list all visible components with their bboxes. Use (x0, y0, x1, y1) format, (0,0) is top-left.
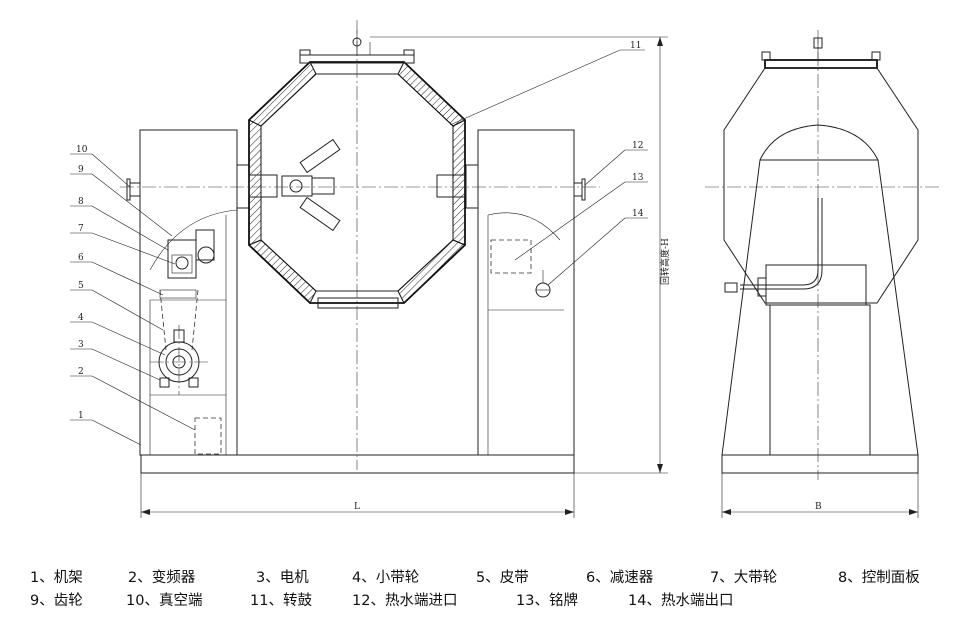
width-dimension-label: B (815, 502, 822, 512)
callout-9: 9 (78, 165, 84, 175)
side-stand (721, 159, 919, 456)
filter-lower (299, 196, 341, 232)
belt (159, 289, 167, 351)
callout-8: 8 (78, 197, 84, 207)
legend-item-8: 8、控制面板 (838, 570, 920, 586)
legend-item-14: 14、热水端出口 (628, 593, 734, 609)
callout-6: 6 (78, 253, 84, 263)
length-dimension-label: L (354, 502, 360, 512)
legend-item-10: 10、真空端 (126, 593, 203, 609)
front-view: 回转高度-H L 10 9 8 7 6 5 (70, 20, 671, 518)
vacuum-port (129, 182, 141, 197)
callout-5: 5 (78, 281, 84, 291)
side-lid (764, 59, 878, 69)
base-frame (140, 454, 575, 474)
callout-10: 10 (76, 145, 88, 155)
technical-drawing: 回转高度-H L 10 9 8 7 6 5 (70, 20, 940, 518)
side-drum (723, 67, 919, 304)
legend-item-2: 2、变频器 (128, 570, 196, 586)
legend-item-9: 9、齿轮 (30, 593, 83, 609)
callout-11: 11 (630, 41, 641, 51)
callout-12: 12 (632, 141, 643, 151)
legend-item-7: 7、大带轮 (710, 570, 778, 586)
filter-upper (299, 138, 341, 174)
right-support (465, 129, 586, 456)
drum-outlet (317, 297, 399, 309)
side-base (721, 454, 919, 474)
legend-item-1: 1、机架 (30, 570, 83, 586)
side-view: B (705, 30, 940, 518)
callout-3: 3 (78, 340, 84, 350)
callout-leaders (70, 49, 648, 446)
drum (248, 30, 466, 309)
legend-item-5: 5、皮带 (476, 570, 529, 586)
callout-13: 13 (632, 173, 644, 183)
large-pulley (197, 246, 215, 264)
left-support (139, 129, 250, 456)
height-dimension-label: 回转高度-H (659, 238, 671, 285)
callout-2: 2 (78, 367, 84, 377)
callout-7: 7 (78, 224, 84, 234)
legend-item-11: 11、转鼓 (250, 593, 312, 609)
gear (195, 229, 215, 261)
legend-item-3: 3、电机 (256, 570, 309, 586)
callout-4: 4 (78, 313, 84, 323)
legend-item-6: 6、减速器 (586, 570, 654, 586)
left-shaft-hub (248, 174, 278, 198)
legend-item-13: 13、铭牌 (516, 593, 578, 609)
nameplate-outline (490, 239, 532, 274)
inverter-outline (194, 417, 222, 455)
callout-1: 1 (78, 411, 84, 421)
legend-item-12: 12、热水端进口 (352, 593, 458, 609)
hot-water-inlet (573, 182, 583, 197)
callout-14: 14 (632, 209, 644, 219)
right-shaft-hub (436, 174, 466, 198)
legend-item-4: 4、小带轮 (352, 570, 420, 586)
